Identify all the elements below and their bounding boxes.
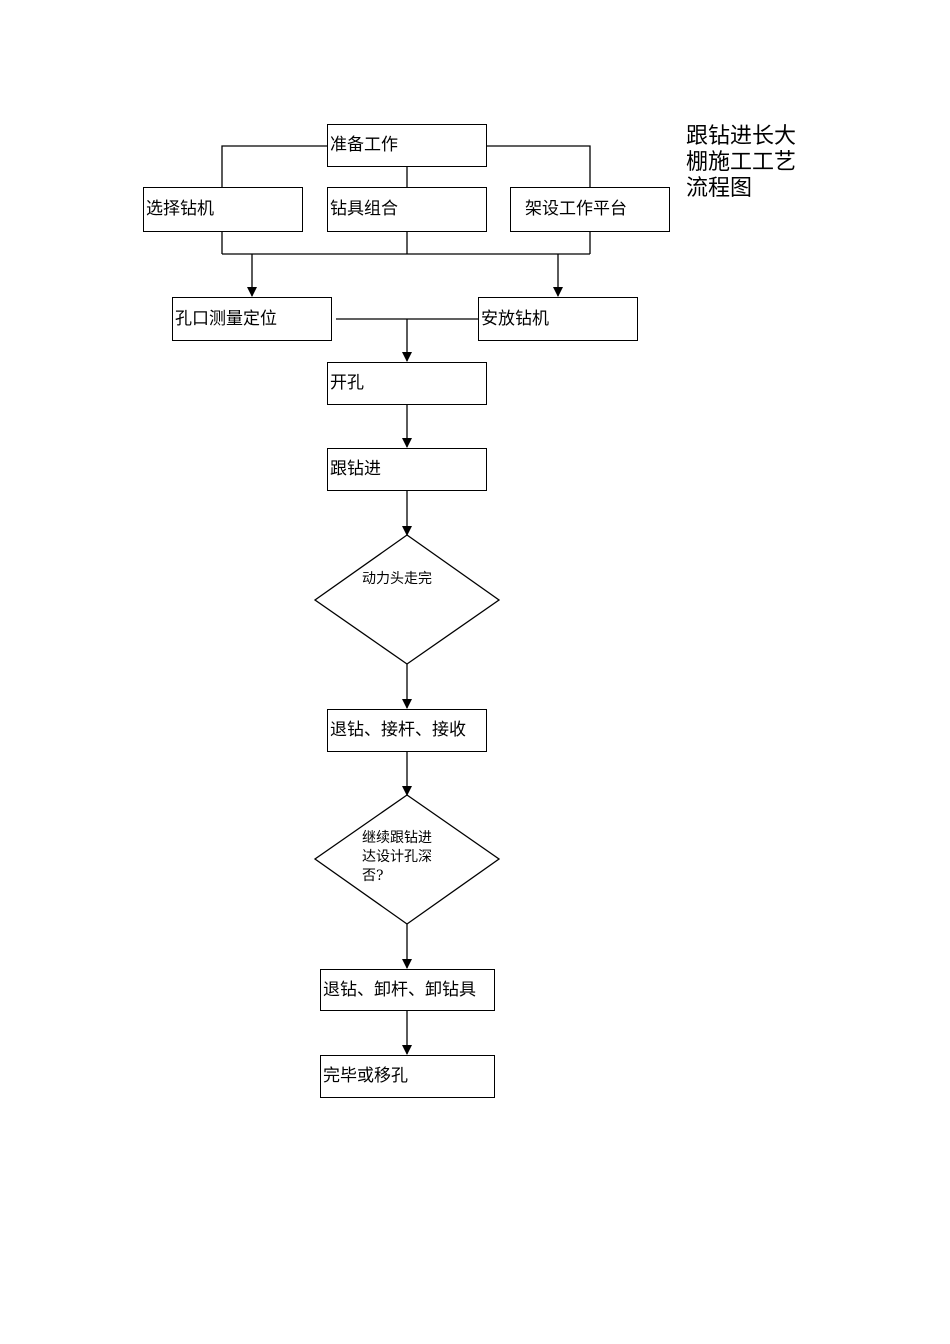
node-retract-connect: 退钻、接杆、接收 [327,709,487,752]
node-open-hole: 开孔 [327,362,487,405]
node-retract-unload: 退钻、卸杆、卸钻具 [320,969,495,1011]
node-finish: 完毕或移孔 [320,1055,495,1098]
node-install-rig: 安放钻机 [478,297,638,341]
title-line-3: 流程图 [686,176,753,201]
node-select-rig: 选择钻机 [143,187,303,232]
node-follow-drill: 跟钻进 [327,448,487,491]
decision-power-head-label: 动力头走完 [362,571,432,587]
node-platform: 架设工作平台 [510,187,670,232]
node-prepare: 准备工作 [327,124,487,167]
decision-power-head-shape [313,534,501,665]
decision-continue-line-3: 否? [362,867,384,884]
node-tool-assembly: 钻具组合 [327,187,487,232]
diagram-title: 跟钻进长大 棚施工工艺 流程图 [686,124,796,202]
connector-prepare-left [221,145,327,187]
title-line-2: 棚施工工艺 [686,150,797,175]
title-line-1: 跟钻进长大 [686,124,797,149]
node-hole-position: 孔口测量定位 [172,297,332,341]
decision-continue-shape [313,794,501,925]
decision-continue-label: 继续跟钻进 达设计孔深 否? [362,829,432,886]
decision-continue-line-1: 继续跟钻进 [362,830,432,846]
decision-continue-line-2: 达设计孔深 [362,848,432,865]
connector-prepare-right [487,145,591,187]
